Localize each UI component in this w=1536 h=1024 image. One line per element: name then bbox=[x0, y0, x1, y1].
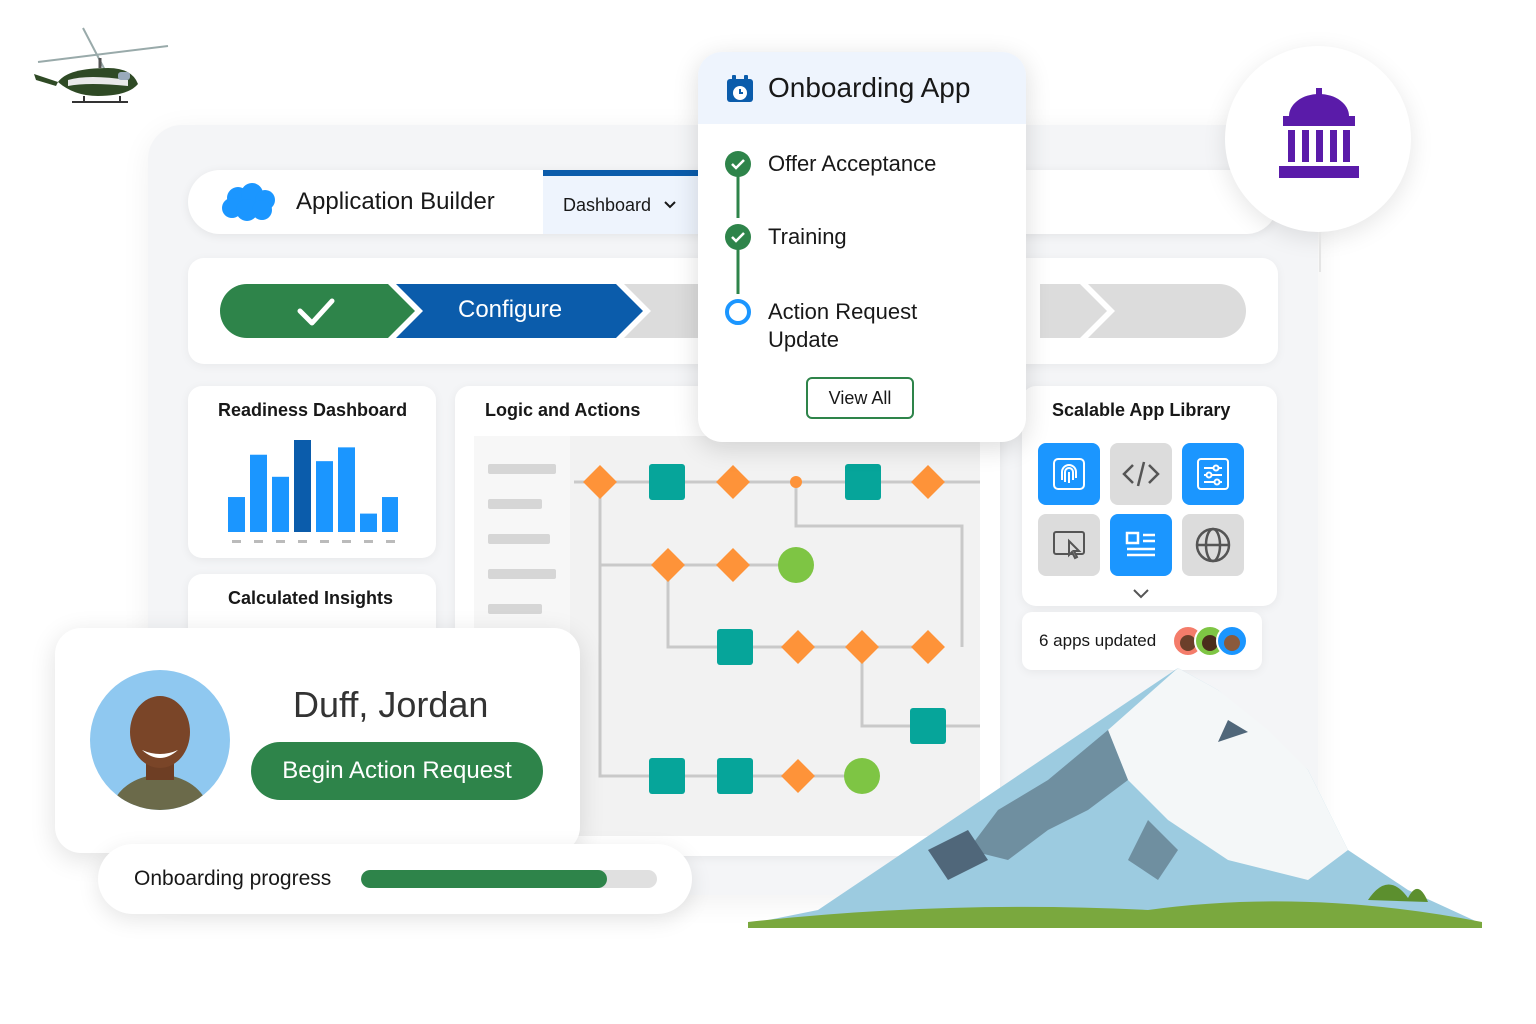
step-training[interactable]: Training bbox=[768, 224, 847, 249]
readiness-bar bbox=[382, 497, 398, 532]
onboarding-title: Onboarding App bbox=[768, 72, 971, 103]
tab-dashboard[interactable]: Dashboard bbox=[543, 170, 703, 234]
check-icon bbox=[297, 298, 335, 326]
profile-card: Duff, Jordan Begin Action Request bbox=[55, 628, 580, 853]
onboarding-progress-card: Onboarding progress bbox=[98, 844, 692, 914]
logic-actions-title: Logic and Actions bbox=[485, 400, 641, 420]
helicopter-illustration bbox=[34, 27, 169, 103]
readiness-dashboard-card: Readiness Dashboard bbox=[188, 386, 436, 558]
flow-diamond bbox=[911, 630, 945, 664]
flow-diamond bbox=[781, 630, 815, 664]
fingerprint-icon bbox=[1053, 458, 1085, 490]
flow-square bbox=[649, 758, 685, 794]
flow-square bbox=[717, 629, 753, 665]
readiness-bar bbox=[250, 454, 267, 532]
begin-action-request-button[interactable]: Begin Action Request bbox=[251, 742, 543, 800]
flow-diamond bbox=[716, 548, 750, 582]
progress-fill bbox=[361, 870, 607, 888]
calendar-icon bbox=[727, 75, 753, 102]
progress-track bbox=[361, 870, 657, 888]
code-tile[interactable] bbox=[1110, 443, 1172, 505]
step-action-request-line1: Action Request bbox=[768, 299, 918, 324]
badge-connector bbox=[1319, 232, 1321, 272]
flow-square bbox=[910, 708, 946, 744]
flow-square bbox=[649, 464, 685, 500]
apps-updated-text: 6 apps updated bbox=[1039, 631, 1157, 650]
article-list-icon bbox=[1125, 531, 1155, 557]
progress-label: Onboarding progress bbox=[134, 867, 332, 890]
readiness-axis-tick bbox=[298, 540, 307, 543]
institution-icon bbox=[1279, 88, 1359, 178]
step-action-request-update[interactable]: Action Request Update bbox=[768, 298, 917, 354]
flow-diamond bbox=[845, 630, 879, 664]
flow-diagram bbox=[488, 464, 980, 794]
tab-dashboard-label: Dashboard bbox=[563, 194, 652, 215]
readiness-bar bbox=[228, 497, 245, 532]
path-step-5[interactable] bbox=[1088, 284, 1246, 338]
flow-diamond bbox=[651, 548, 685, 582]
readiness-axis-tick bbox=[320, 540, 329, 543]
avatar-group bbox=[1172, 625, 1248, 657]
globe-icon bbox=[1195, 527, 1231, 563]
readiness-axis-tick bbox=[364, 540, 373, 543]
path-step-4[interactable] bbox=[1040, 284, 1107, 338]
readiness-bar bbox=[272, 476, 289, 532]
onboarding-card: Onboarding App Offer Acceptance Training… bbox=[698, 52, 1026, 442]
chevron-down-icon bbox=[664, 201, 676, 209]
sidebar-lines bbox=[488, 464, 556, 614]
readiness-axis-tick bbox=[342, 540, 351, 543]
screen-pointer-icon bbox=[1053, 531, 1085, 560]
check-circle-icon bbox=[725, 151, 751, 177]
cloud-icon bbox=[222, 183, 275, 221]
readiness-axis-tick bbox=[276, 540, 285, 543]
readiness-bar-chart bbox=[228, 440, 398, 543]
readiness-bar bbox=[338, 447, 355, 532]
readiness-axis-tick bbox=[254, 540, 263, 543]
flow-diamond bbox=[716, 465, 750, 499]
settings-sliders-icon bbox=[1197, 458, 1229, 490]
fingerprint-tile[interactable] bbox=[1038, 443, 1100, 505]
apps-updated-card: 6 apps updated bbox=[1022, 612, 1262, 670]
view-all-button[interactable]: View All bbox=[806, 377, 914, 419]
app-library-title: Scalable App Library bbox=[1052, 400, 1231, 420]
settings-tile[interactable] bbox=[1182, 443, 1244, 505]
readiness-axis-tick bbox=[232, 540, 241, 543]
flow-diamond bbox=[583, 465, 617, 499]
flow-diamond bbox=[911, 465, 945, 499]
code-icon bbox=[1122, 461, 1160, 487]
app-title: Application Builder bbox=[296, 188, 495, 215]
profile-name: Duff, Jordan bbox=[293, 684, 489, 725]
readiness-bar bbox=[316, 461, 333, 532]
flow-diamond bbox=[781, 759, 815, 793]
flow-square bbox=[717, 758, 753, 794]
current-step-icon bbox=[725, 299, 751, 325]
readiness-bar bbox=[294, 440, 311, 532]
readiness-bar bbox=[360, 513, 377, 532]
check-circle-icon bbox=[725, 224, 751, 250]
flow-square bbox=[845, 464, 881, 500]
article-tile[interactable] bbox=[1110, 514, 1172, 576]
readiness-axis-tick bbox=[386, 540, 395, 543]
institution-badge bbox=[1225, 46, 1411, 232]
step-action-request-line2: Update bbox=[768, 327, 839, 352]
mountain-illustration bbox=[748, 668, 1482, 928]
step-offer-acceptance[interactable]: Offer Acceptance bbox=[768, 151, 937, 176]
screen-tile[interactable] bbox=[1038, 514, 1100, 576]
path-step-configure-label: Configure bbox=[458, 296, 563, 323]
flow-dot bbox=[790, 476, 802, 488]
calculated-insights-title: Calculated Insights bbox=[228, 588, 394, 608]
chevron-down-icon[interactable] bbox=[1132, 588, 1150, 600]
avatar bbox=[90, 670, 230, 810]
path-step-configure[interactable] bbox=[396, 284, 643, 338]
flow-end-circle bbox=[844, 758, 880, 794]
readiness-dashboard-title: Readiness Dashboard bbox=[218, 400, 408, 420]
onboarding-timeline bbox=[725, 151, 751, 325]
path-step-complete[interactable] bbox=[220, 284, 415, 338]
flow-end-circle bbox=[778, 547, 814, 583]
globe-tile[interactable] bbox=[1182, 514, 1244, 576]
